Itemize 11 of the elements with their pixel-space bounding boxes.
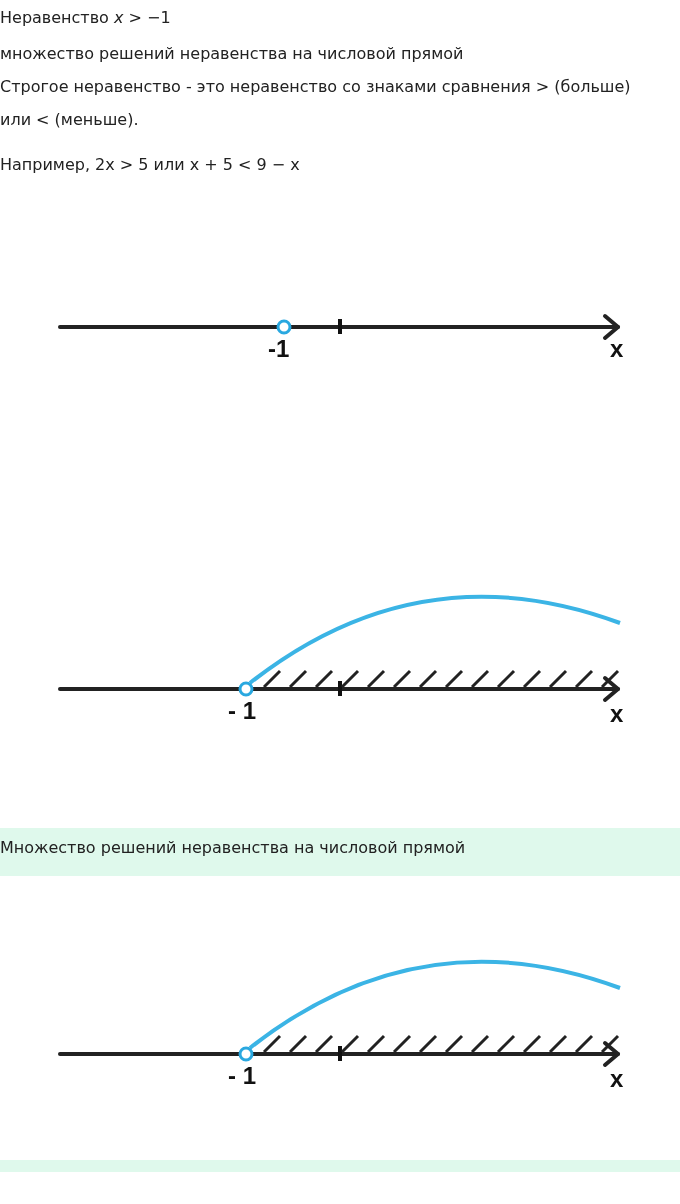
point-label: - 1	[228, 697, 256, 725]
example-text: Например, 2x > 5 или x + 5 < 9 − x	[0, 154, 301, 176]
axis-label: x	[610, 1065, 624, 1093]
text-line: множество решений неравенства на числовой прямой	[0, 43, 465, 65]
heading-text: Неравенство x > −1	[0, 7, 172, 29]
definition-paragraph: Строгое неравенство - это неравенство со знаками сравнения > (больше) или < (меньше).	[0, 76, 632, 131]
axis-label: x	[610, 335, 624, 363]
point-label: - 1	[228, 1062, 256, 1090]
point-label: -1	[268, 335, 290, 363]
axis-label: x	[610, 700, 624, 728]
section-heading: Множество решений неравенства на числовой прямой	[0, 837, 467, 859]
